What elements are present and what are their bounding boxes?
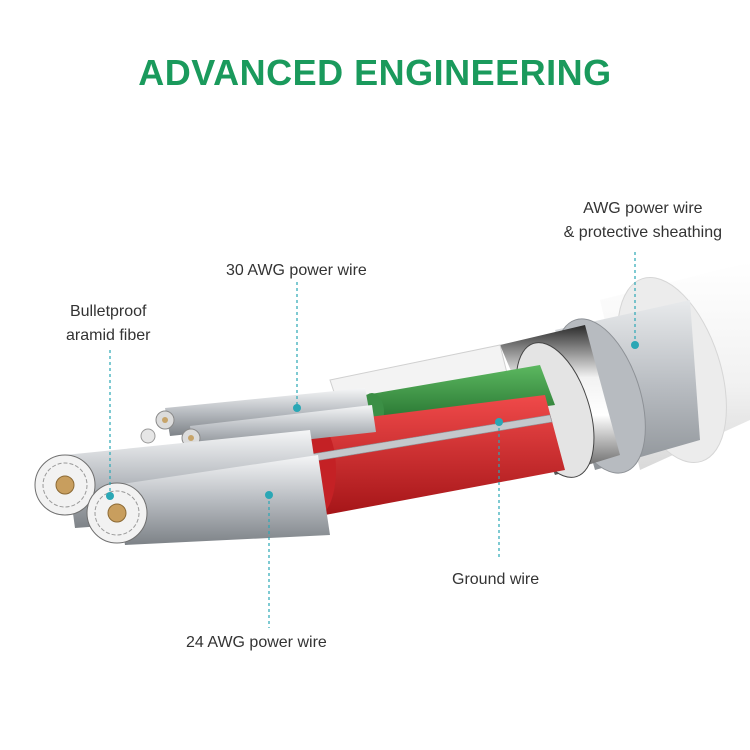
leader-ground	[495, 418, 503, 558]
page-title: ADVANCED ENGINEERING	[138, 52, 612, 93]
label-line: AWG power wire	[583, 200, 703, 217]
bundle-end-left	[34, 454, 96, 516]
label-line: & protective sheathing	[563, 224, 722, 241]
leader-24awg	[265, 491, 273, 628]
label-30awg-power-wire: 30 AWG power wire	[226, 262, 367, 279]
label-24awg-power-wire: 24 AWG power wire	[186, 634, 327, 651]
label-bulletproof-aramid-fiber: Bulletproof aramid fiber	[66, 300, 150, 348]
label-awg-power-wire-sheathing: AWG power wire & protective sheathing	[564, 197, 722, 245]
leader-30awg	[293, 282, 301, 412]
leader-bulletproof	[106, 350, 114, 500]
label-line: Bulletproof	[69, 303, 147, 320]
leader-awg-sheath	[631, 252, 639, 349]
label-line: aramid fiber	[66, 327, 151, 344]
label-ground-wire: Ground wire	[452, 571, 540, 588]
strands-24awg	[34, 430, 330, 545]
bundle-end-right	[86, 482, 148, 544]
